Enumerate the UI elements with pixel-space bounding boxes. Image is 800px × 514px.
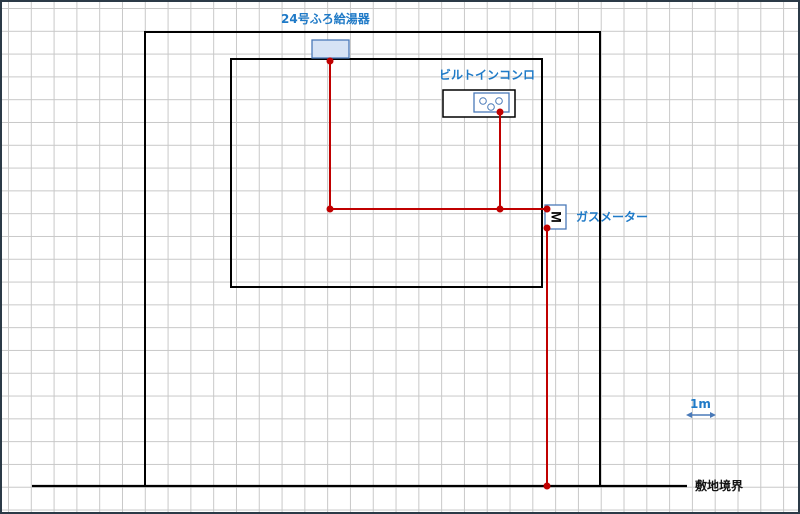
gas-meter-symbol: M — [548, 211, 564, 223]
scale-arrow-right-head — [710, 412, 716, 418]
joint-boundary — [543, 482, 551, 490]
joint-corner — [326, 205, 334, 213]
water-heater-label: 24号ふろ給湯器 — [281, 12, 370, 26]
joint-meter-out — [543, 224, 551, 232]
gas-meter-label: ガスメーター — [576, 210, 649, 224]
stove-burner-1 — [479, 97, 487, 105]
outer-wall — [144, 31, 601, 486]
inner-room — [230, 58, 543, 288]
site-boundary-label: 敷地境界 — [695, 479, 744, 493]
joint-heater — [326, 57, 334, 65]
scale-arrow-left-head — [686, 412, 692, 418]
stove-burner-3 — [487, 103, 495, 111]
joint-meter-in — [543, 205, 551, 213]
joint-stove-tee — [496, 205, 504, 213]
scale-label: 1m — [690, 397, 711, 411]
gas-line-heater — [329, 61, 547, 210]
water-heater-unit — [311, 39, 350, 59]
builtin-stove-label: ビルトインコンロ — [439, 68, 536, 82]
stove-burner-2 — [495, 97, 503, 105]
joint-stove — [496, 108, 504, 116]
gas-meter-box — [544, 204, 567, 230]
